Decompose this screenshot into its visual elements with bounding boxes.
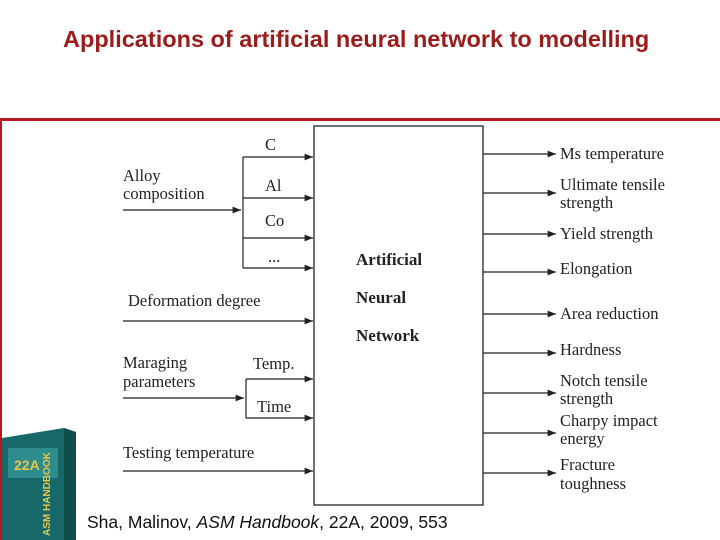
element-al: Al [265,176,282,195]
output-fracture-line1: Fracture [560,455,615,474]
maraging-time-label: Time [257,397,291,416]
alloy-label-line1: Alloy [123,166,161,185]
citation-details: , 22A, 2009, 553 [319,512,448,532]
book-volume-text: 22A [14,457,40,473]
citation-book-title: ASM Handbook [196,512,320,532]
output-uts-line1: Ultimate tensile [560,175,665,194]
output-hardness: Hardness [560,340,621,359]
ann-label-artificial: Artificial [356,250,422,269]
slide-title: Applications of artificial neural networ… [63,26,650,52]
output-yield-strength: Yield strength [560,224,654,243]
testing-temperature-label: Testing temperature [123,443,254,462]
output-ms-temperature: Ms temperature [560,144,664,163]
deformation-label: Deformation degree [128,291,260,310]
output-elongation: Elongation [560,259,632,278]
output-area-reduction: Area reduction [560,304,659,323]
element-c: C [265,135,276,154]
frame-left-border [0,118,2,540]
maraging-label-line2: parameters [123,372,195,391]
output-notch-line2: strength [560,389,614,408]
element-ellipsis: ... [268,247,280,266]
element-co: Co [265,211,284,230]
alloy-label-line2: composition [123,184,205,203]
output-charpy-line2: energy [560,429,605,448]
citation-authors: Sha, Malinov, [87,512,197,532]
frame-top-border [0,118,720,121]
ann-label-network: Network [356,326,420,345]
book-title-text: ASM HANDBOOK [42,451,53,536]
ann-box [313,125,484,506]
maraging-label-line1: Maraging [123,353,187,372]
output-fracture-line2: toughness [560,474,626,493]
citation: Sha, Malinov, ASM Handbook, 22A, 2009, 5… [87,512,448,533]
ann-label-neural: Neural [356,288,406,307]
maraging-temp-label: Temp. [253,354,294,373]
output-notch-line1: Notch tensile [560,371,648,390]
asm-handbook-cover-image: 22A ASM HANDBOOK [2,428,76,540]
output-charpy-line1: Charpy impact [560,411,658,430]
output-uts-line2: strength [560,193,614,212]
